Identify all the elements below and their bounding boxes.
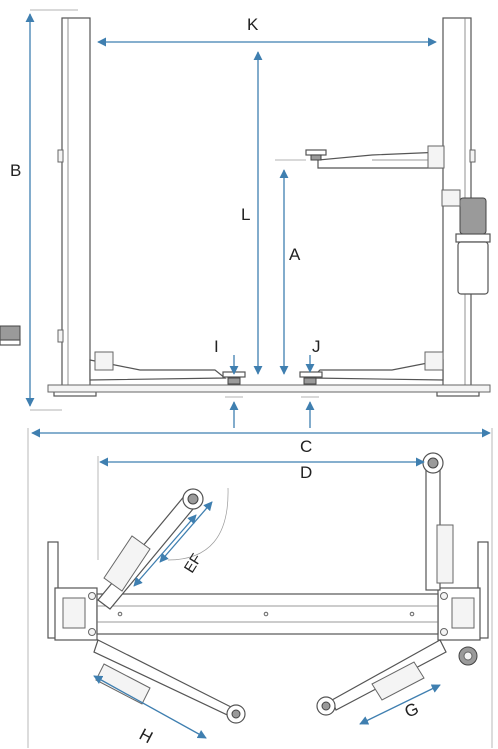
label-j: J [312,337,321,356]
label-b: B [10,161,21,180]
front-elevation-view: B K L A I J [0,9,491,428]
floor-plate-top [96,593,439,635]
left-base-plate [47,541,98,641]
edge-bracket [0,325,21,346]
label-c: C [300,437,312,456]
lower-right-arm [316,639,447,716]
upper-left-arm [97,488,204,610]
left-lifting-arm [89,351,246,385]
power-unit [441,189,491,295]
dimension-h-arrow [93,675,207,739]
label-ef: EF [181,551,206,576]
dimension-g-arrow [359,684,441,725]
dimension-f-arrow [159,501,213,563]
label-h: H [136,725,156,748]
label-g: G [402,699,422,722]
raised-lifting-arm [305,145,445,169]
upper-right-arm [422,452,454,591]
right-lifting-arm [299,351,444,385]
label-k: K [247,15,259,34]
label-i: I [214,337,219,356]
left-column [53,17,97,397]
dimension-ef-arc [167,487,229,561]
lower-left-arm [93,639,246,724]
right-base-plate [437,541,489,666]
label-d: D [300,463,312,482]
floor-plate [47,384,491,393]
label-l: L [241,205,250,224]
top-plan-view: C D EF H G [27,428,493,748]
label-a: A [289,245,301,264]
